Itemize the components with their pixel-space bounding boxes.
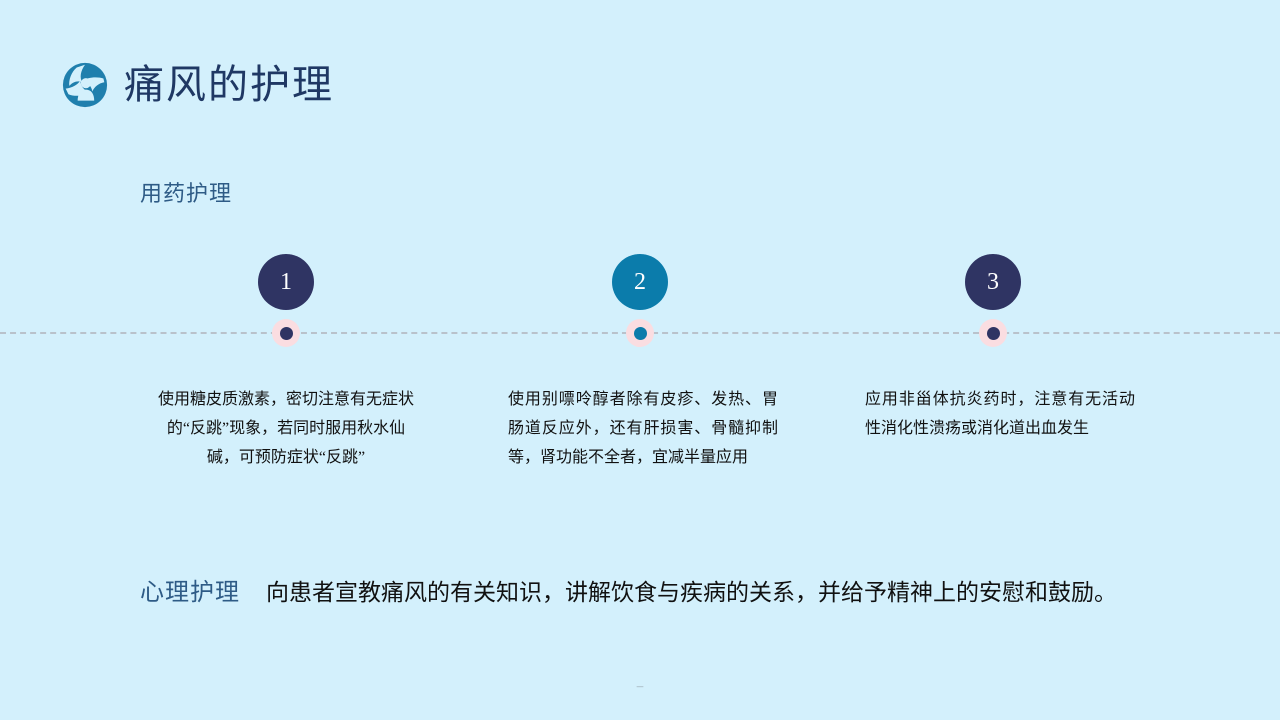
clinic-emblem-icon bbox=[62, 62, 108, 108]
node-marker-2 bbox=[626, 319, 654, 347]
node-text-2: 使用别嘌呤醇者除有皮疹、发热、胃肠道反应外，还有肝损害、骨髓抑制等，肾功能不全者… bbox=[508, 391, 778, 466]
node-marker-1 bbox=[272, 319, 300, 347]
node-text-1: 使用糖皮质激素，密切注意有无症状的“反跳”现象，若同时服用秋水仙碱，可预防症状“… bbox=[157, 391, 414, 466]
node-number-2: 2 bbox=[634, 269, 646, 295]
node-badge-2[interactable]: 2 bbox=[612, 254, 668, 310]
node-dot-3 bbox=[986, 326, 1000, 340]
psychological-care-note: 心理护理 向患者宣教痛风的有关知识，讲解饮食与疾病的关系，并给予精神上的安慰和鼓… bbox=[140, 572, 1200, 607]
node-marker-3 bbox=[979, 319, 1007, 347]
footnote-body: 向患者宣教痛风的有关知识，讲解饮食与疾病的关系，并给予精神上的安慰和鼓励。 bbox=[266, 580, 1117, 605]
footnote-label: 心理护理 bbox=[140, 580, 240, 606]
page-mark: – bbox=[636, 678, 644, 693]
node-dot-2 bbox=[633, 326, 647, 340]
section-label-medication-care: 用药护理 bbox=[140, 181, 233, 206]
node-badge-1[interactable]: 1 bbox=[258, 254, 314, 310]
page-title: 痛风的护理 bbox=[124, 62, 334, 107]
slide-header: 痛风的护理 bbox=[62, 62, 334, 108]
node-number-3: 3 bbox=[987, 269, 999, 295]
node-badge-3[interactable]: 3 bbox=[965, 254, 1021, 310]
node-dot-1 bbox=[279, 326, 293, 340]
node-text-3: 应用非甾体抗炎药时，注意有无活动性消化性溃疡或消化道出血发生 bbox=[865, 391, 1135, 437]
node-number-1: 1 bbox=[280, 269, 292, 295]
